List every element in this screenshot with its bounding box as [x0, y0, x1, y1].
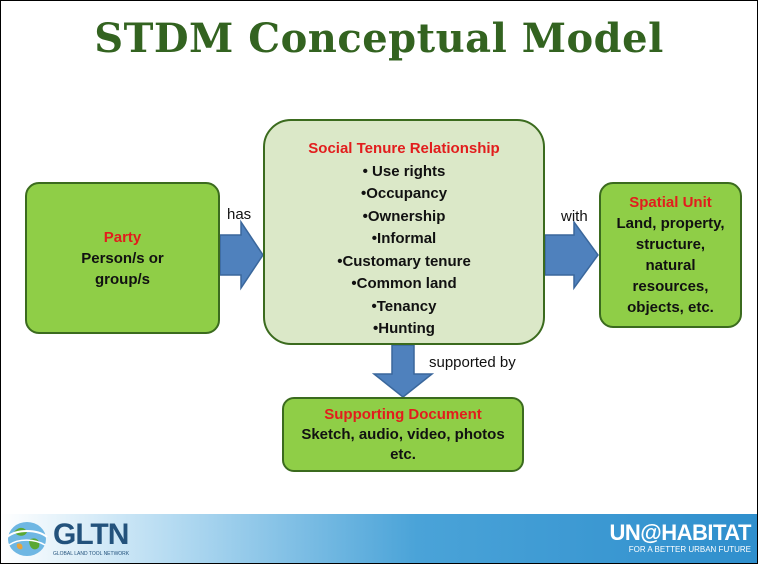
supporting-document-line: Sketch, audio, video, photos — [301, 425, 505, 443]
relationship-item: •Common land — [351, 275, 457, 292]
globe-icon — [6, 522, 48, 556]
arrows-layer — [219, 219, 599, 398]
spatial-unit-line: natural — [645, 257, 696, 274]
with-arrow — [544, 219, 599, 291]
un-habitat-logo: UN@HABITAT FOR A BETTER URBAN FUTURE — [609, 521, 751, 555]
relationship-item: •Ownership — [362, 207, 446, 225]
spatial-unit-line: objects, etc. — [627, 299, 714, 316]
gltn-logo-subtitle: GLOBAL LAND TOOL NETWORK — [53, 550, 130, 557]
gltn-logo-name: GLTN — [53, 517, 129, 551]
supporting-document-line: etc. — [390, 445, 416, 463]
spatial-unit-line: resources, — [632, 278, 709, 295]
social-tenure-relationship-box: Social Tenure Relationship • Use rights … — [263, 119, 545, 345]
supporting-document-box: Supporting Document Sketch, audio, video… — [282, 397, 524, 472]
un-habitat-logo-subtitle: FOR A BETTER URBAN FUTURE — [628, 545, 751, 554]
relationship-item: •Occupancy — [360, 185, 448, 202]
footer-bar: GLTN GLOBAL LAND TOOL NETWORK UN@HABITAT… — [1, 514, 757, 563]
relationship-item: •Hunting — [373, 320, 435, 337]
party-line: Person/s or — [81, 249, 164, 267]
party-heading: Party — [103, 228, 142, 246]
un-habitat-logo-name: UN@HABITAT — [609, 520, 751, 545]
spatial-unit-box: Spatial Unit Land, property, structure, … — [599, 182, 742, 328]
party-box: Party Person/s or group/s — [25, 182, 220, 334]
has-arrow — [219, 219, 264, 291]
supporting-document-heading: Supporting Document — [324, 405, 482, 423]
spatial-unit-heading: Spatial Unit — [629, 194, 712, 211]
spatial-unit-line: structure, — [635, 236, 706, 253]
supported-by-label: supported by — [429, 354, 516, 371]
relationship-item: • Use rights — [362, 162, 446, 180]
relationship-item: •Informal — [371, 230, 437, 247]
has-label: has — [227, 206, 252, 223]
supported-by-arrow — [371, 344, 435, 398]
slide-title: STDM Conceptual Model — [94, 15, 664, 62]
relationship-item: •Tenancy — [371, 297, 437, 315]
party-line: group/s — [95, 270, 150, 288]
gltn-logo: GLTN GLOBAL LAND TOOL NETWORK — [5, 518, 129, 558]
spatial-unit-line: Land, property, — [616, 215, 725, 232]
with-label: with — [561, 208, 588, 225]
relationship-heading: Social Tenure Relationship — [308, 140, 500, 157]
relationship-item: •Customary tenure — [337, 252, 471, 270]
